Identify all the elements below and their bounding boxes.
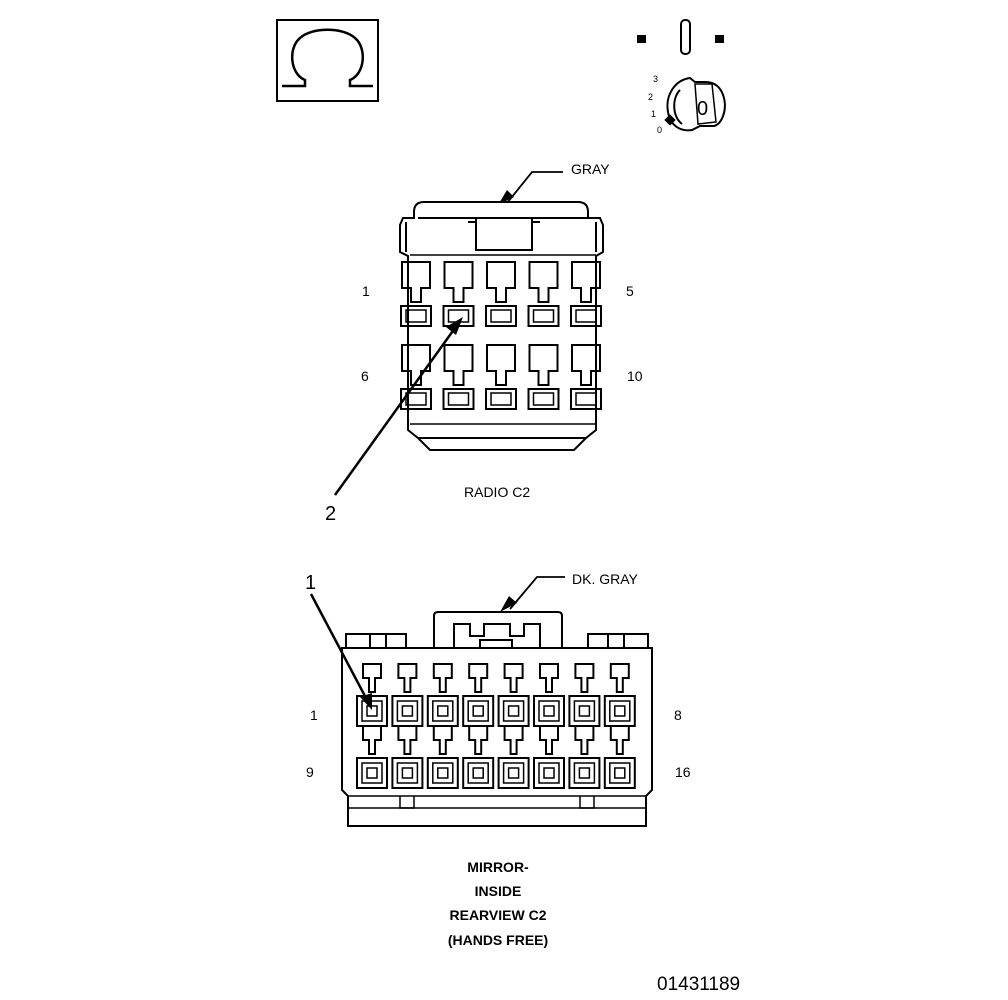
radio-callout-number: 2 — [325, 503, 336, 525]
mirror-pin-cavity — [426, 725, 459, 789]
mirror-pin-cavity — [426, 663, 459, 727]
radio-pin-cavity — [400, 344, 432, 410]
mirror-title-line-1: MIRROR- — [467, 859, 529, 875]
mirror-callout-number: 1 — [305, 572, 316, 594]
radio-callout-arrow — [333, 317, 463, 496]
mirror-color-label: DK. GRAY — [572, 571, 639, 587]
mirror-pin-cavity — [568, 725, 601, 789]
mirror-color-leader — [500, 576, 565, 612]
mirror-pin-9-label: 9 — [306, 764, 314, 780]
radio-pin-6-label: 6 — [361, 368, 369, 384]
radio-pin-cavity — [570, 344, 602, 410]
ignition-position-1: 1 — [651, 109, 656, 119]
ignition-position-0: 0 — [657, 125, 662, 135]
mirror-pin-cavity — [603, 725, 636, 789]
radio-pin-10-label: 10 — [627, 368, 643, 384]
radio-pin-cavity — [485, 344, 517, 410]
mirror-pin-cavity — [497, 725, 530, 789]
radio-pin-cavity — [570, 261, 602, 327]
mirror-pin-cavity — [356, 725, 388, 789]
radio-connector-title: RADIO C2 — [464, 484, 530, 500]
document-id: 01431189 — [657, 974, 740, 995]
mirror-title-line-4: (HANDS FREE) — [448, 932, 548, 948]
radio-pin-1-label: 1 — [362, 283, 370, 299]
omega-ohm-icon — [276, 19, 379, 102]
radio-color-label: GRAY — [571, 161, 610, 177]
radio-pin-cavity — [527, 261, 560, 327]
mirror-title-line-2: INSIDE — [475, 883, 522, 899]
mirror-pin-8-label: 8 — [674, 707, 682, 723]
mirror-pin-cavity — [533, 725, 565, 789]
radio-pin-cavity — [485, 261, 517, 327]
mirror-pin-1-label: 1 — [310, 707, 318, 723]
mirror-pin-cavity — [603, 663, 636, 727]
ignition-position-3: 3 — [653, 74, 658, 84]
radio-c2-connector: GRAY — [333, 161, 610, 496]
radio-pin-5-label: 5 — [626, 283, 634, 299]
radio-pin-cavity — [527, 344, 560, 410]
mirror-c2-connector: DK. GRAY — [309, 571, 653, 827]
mirror-pin-cavity — [391, 725, 424, 789]
mirror-callout-arrow — [309, 593, 372, 710]
mirror-title-line-3: REARVIEW C2 — [450, 907, 547, 923]
radio-pin-cavity — [400, 261, 432, 327]
ignition-key-icon: 0 3 2 1 0 — [637, 19, 726, 135]
radio-pin-cavity — [442, 344, 475, 410]
key-label: 0 — [697, 98, 708, 120]
mirror-pin-16-label: 16 — [675, 764, 691, 780]
ignition-position-2: 2 — [648, 92, 653, 102]
radio-color-leader — [498, 171, 563, 205]
mirror-pin-cavity — [462, 725, 495, 789]
